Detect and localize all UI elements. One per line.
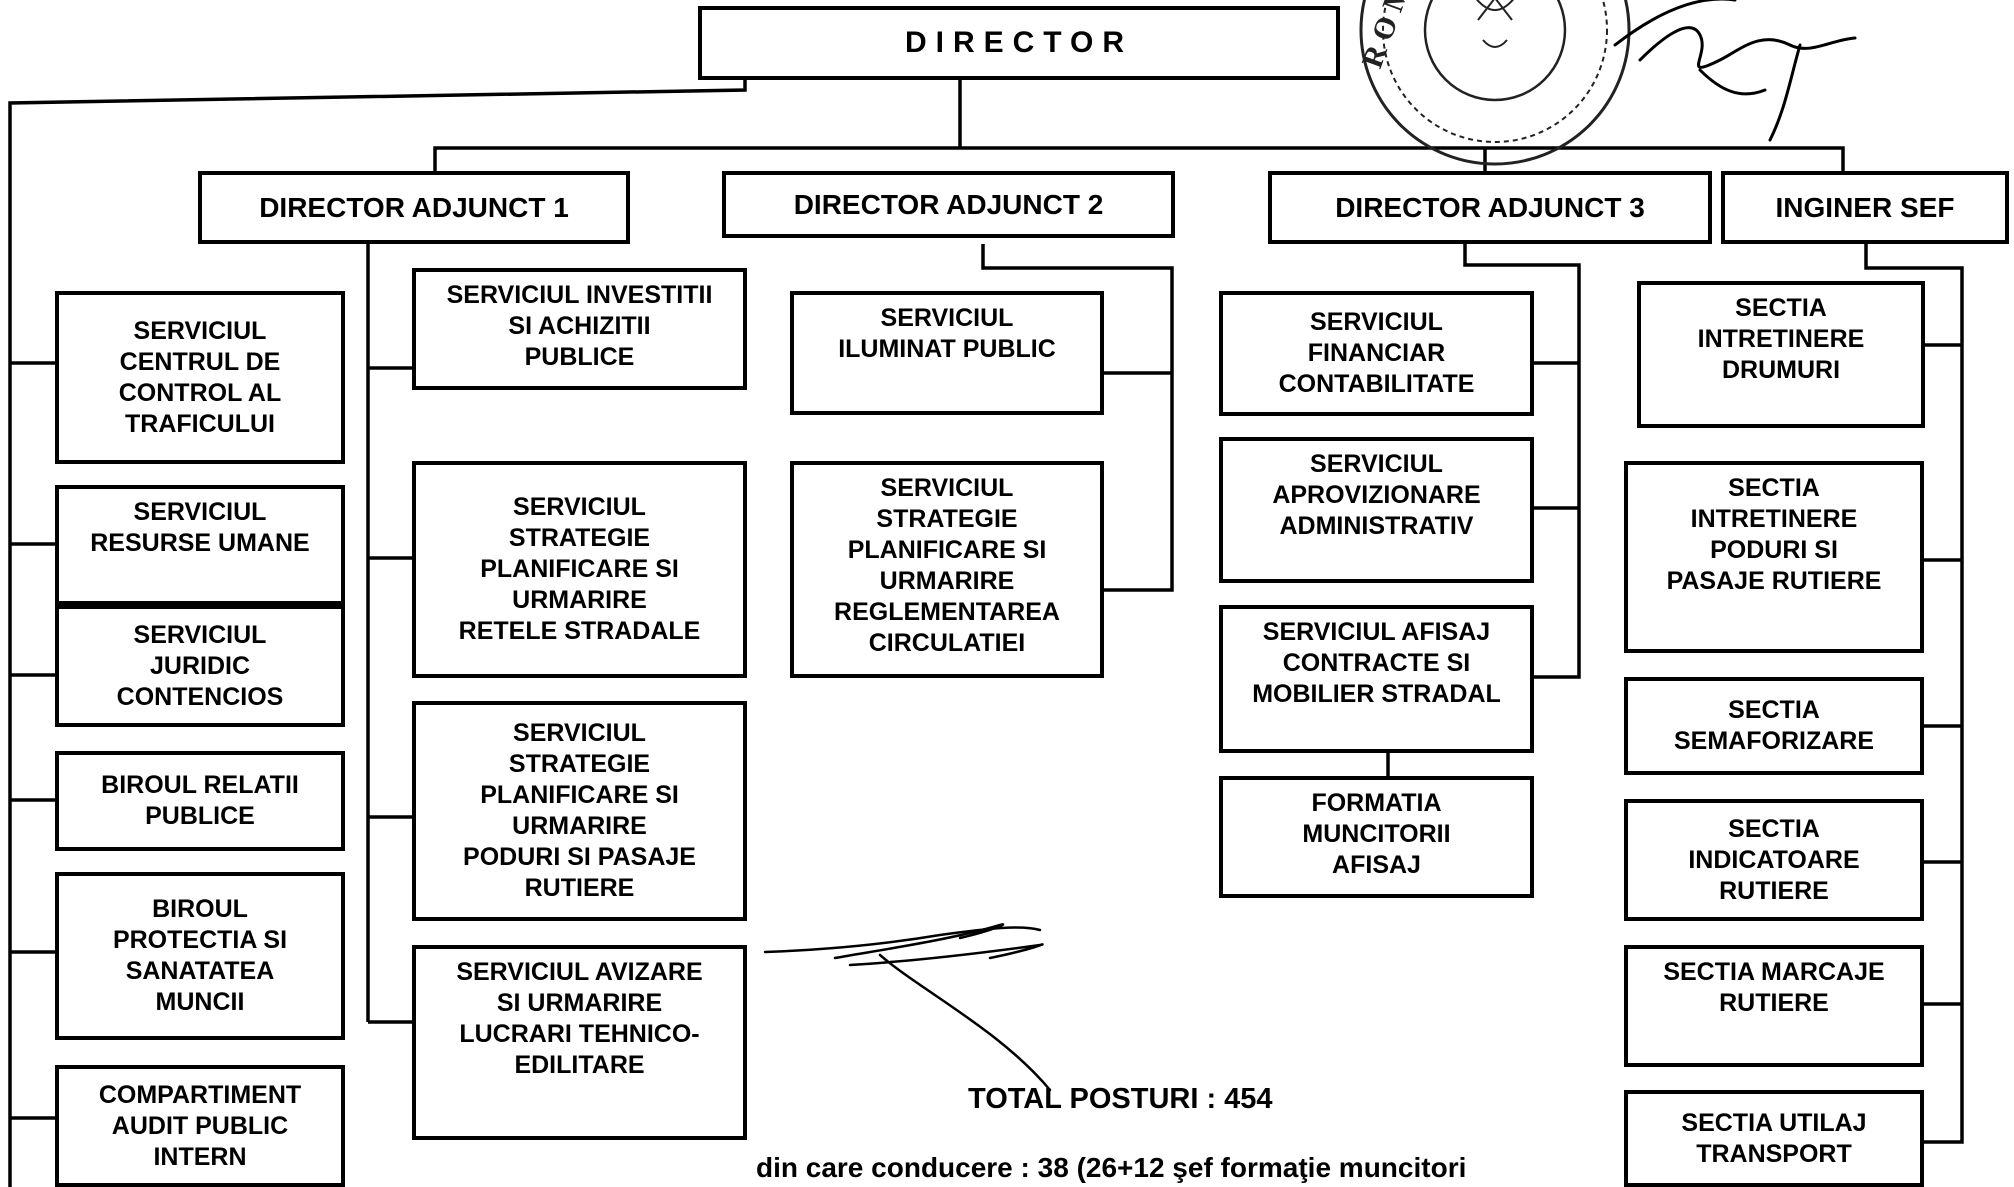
sectia-semaforizare-box: SECTIA SEMAFORIZARE	[1624, 677, 1924, 775]
director-adjunct-1-box: DIRECTOR ADJUNCT 1	[198, 171, 630, 244]
sectia-utilaj-transport-box: SECTIA UTILAJ TRANSPORT	[1624, 1090, 1924, 1187]
sectia-marcaje-rutiere-box: SECTIA MARCAJE RUTIERE	[1624, 945, 1924, 1067]
conducere-text: din care conducere : 38 (26+12 şef forma…	[756, 1152, 1467, 1183]
biroul-protectia-muncii-box: BIROUL PROTECTIA SI SANATATEA MUNCII	[55, 872, 345, 1040]
serviciul-avizare-box: SERVICIUL AVIZARE SI URMARIRE LUCRARI TE…	[412, 945, 747, 1140]
serviciul-financiar-box: SERVICIUL FINANCIAR CONTABILITATE	[1219, 291, 1534, 416]
serviciul-strategie-poduri-box: SERVICIUL STRATEGIE PLANIFICARE SI URMAR…	[412, 701, 747, 921]
total-posturi-text: TOTAL POSTURI : 454	[968, 1083, 1273, 1115]
serviciul-investitii-box: SERVICIUL INVESTITII SI ACHIZITII PUBLIC…	[412, 268, 747, 390]
serviciul-afisaj-box: SERVICIUL AFISAJ CONTRACTE SI MOBILIER S…	[1219, 605, 1534, 753]
director-box: DIRECTOR	[698, 6, 1340, 80]
serviciul-centrul-control-trafic-box: SERVICIUL CENTRUL DE CONTROL AL TRAFICUL…	[55, 291, 345, 464]
biroul-relatii-publice-box: BIROUL RELATII PUBLICE	[55, 751, 345, 851]
compartiment-audit-box: COMPARTIMENT AUDIT PUBLIC INTERN	[55, 1065, 345, 1187]
sectia-intretinere-drumuri-box: SECTIA INTRETINERE DRUMURI	[1637, 281, 1925, 428]
serviciul-iluminat-public-box: SERVICIUL ILUMINAT PUBLIC	[790, 291, 1104, 415]
director-adjunct-3-box: DIRECTOR ADJUNCT 3	[1268, 171, 1712, 244]
inginer-sef-box: INGINER SEF	[1721, 171, 2009, 244]
formatia-muncitorii-afisaj-box: FORMATIA MUNCITORII AFISAJ	[1219, 776, 1534, 898]
serviciul-aprovizionare-box: SERVICIUL APROVIZIONARE ADMINISTRATIV	[1219, 437, 1534, 583]
serviciul-resurse-umane-box: SERVICIUL RESURSE UMANE	[55, 485, 345, 605]
serviciul-juridic-contencios-box: SERVICIUL JURIDIC CONTENCIOS	[55, 605, 345, 727]
serviciul-strategie-circulatie-box: SERVICIUL STRATEGIE PLANIFICARE SI URMAR…	[790, 461, 1104, 678]
sectia-intretinere-poduri-box: SECTIA INTRETINERE PODURI SI PASAJE RUTI…	[1624, 461, 1924, 653]
serviciul-strategie-retele-box: SERVICIUL STRATEGIE PLANIFICARE SI URMAR…	[412, 461, 747, 678]
director-adjunct-2-box: DIRECTOR ADJUNCT 2	[722, 171, 1175, 238]
sectia-indicatoare-rutiere-box: SECTIA INDICATOARE RUTIERE	[1624, 799, 1924, 921]
